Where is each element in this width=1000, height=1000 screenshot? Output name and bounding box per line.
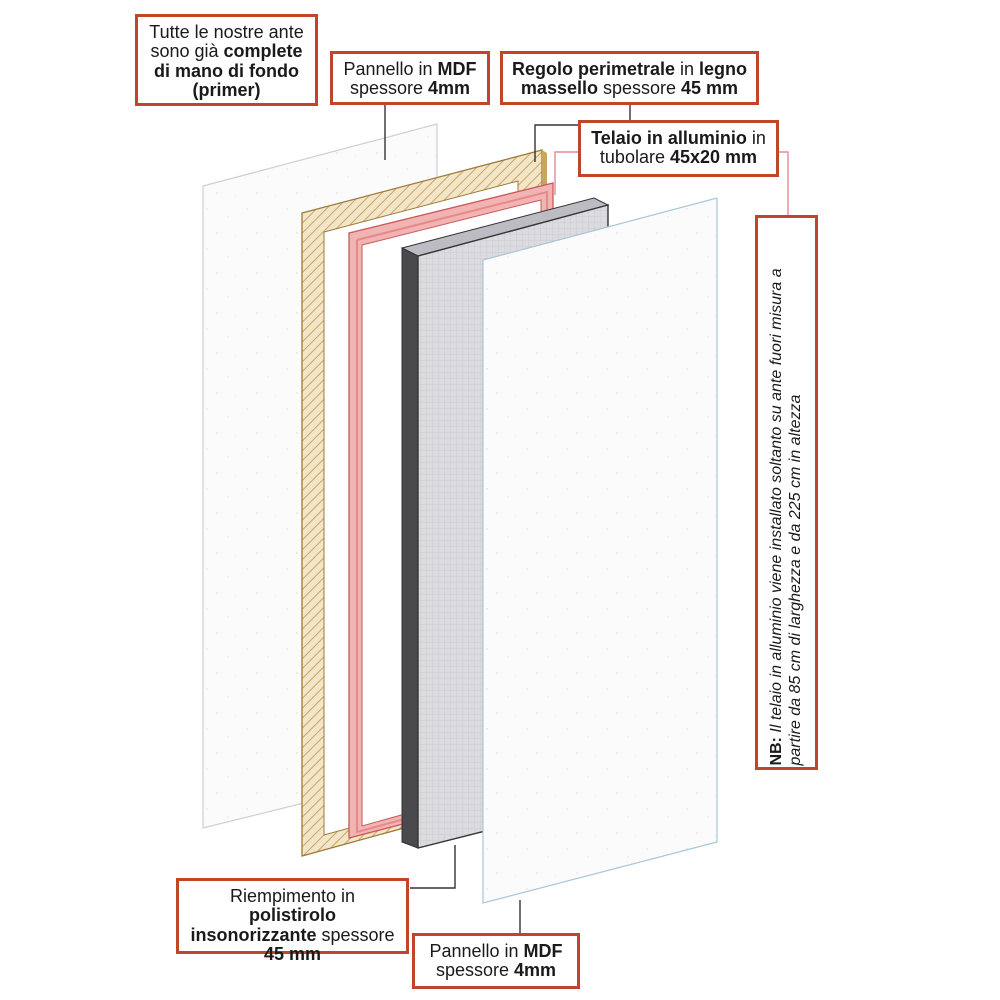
callout-primer: Tutte le nostre ante sono già complete d… bbox=[135, 14, 318, 106]
leader-lines-pink bbox=[554, 151, 789, 215]
note-text: NB: Il telaio in alluminio viene install… bbox=[767, 267, 804, 765]
leader-foam bbox=[410, 845, 456, 889]
leader-note bbox=[778, 151, 789, 215]
callout-mdf-bottom: Pannello in MDF spessore 4mm bbox=[412, 933, 580, 989]
callout-foam: Riempimento in polistirolo insonorizzant… bbox=[176, 878, 409, 964]
callout-mdf-top: Pannello in MDF spessore 4mm bbox=[330, 51, 490, 105]
note-aluminium-frame: NB: Il telaio in alluminio viene install… bbox=[755, 215, 818, 770]
leader-aluminium bbox=[554, 151, 578, 195]
callout-wood: Regolo perimetrale in legno massello spe… bbox=[500, 51, 759, 105]
mdf-panel-front bbox=[482, 197, 718, 904]
callout-aluminium: Telaio in alluminio in tubolare 45x20 mm bbox=[578, 120, 779, 177]
